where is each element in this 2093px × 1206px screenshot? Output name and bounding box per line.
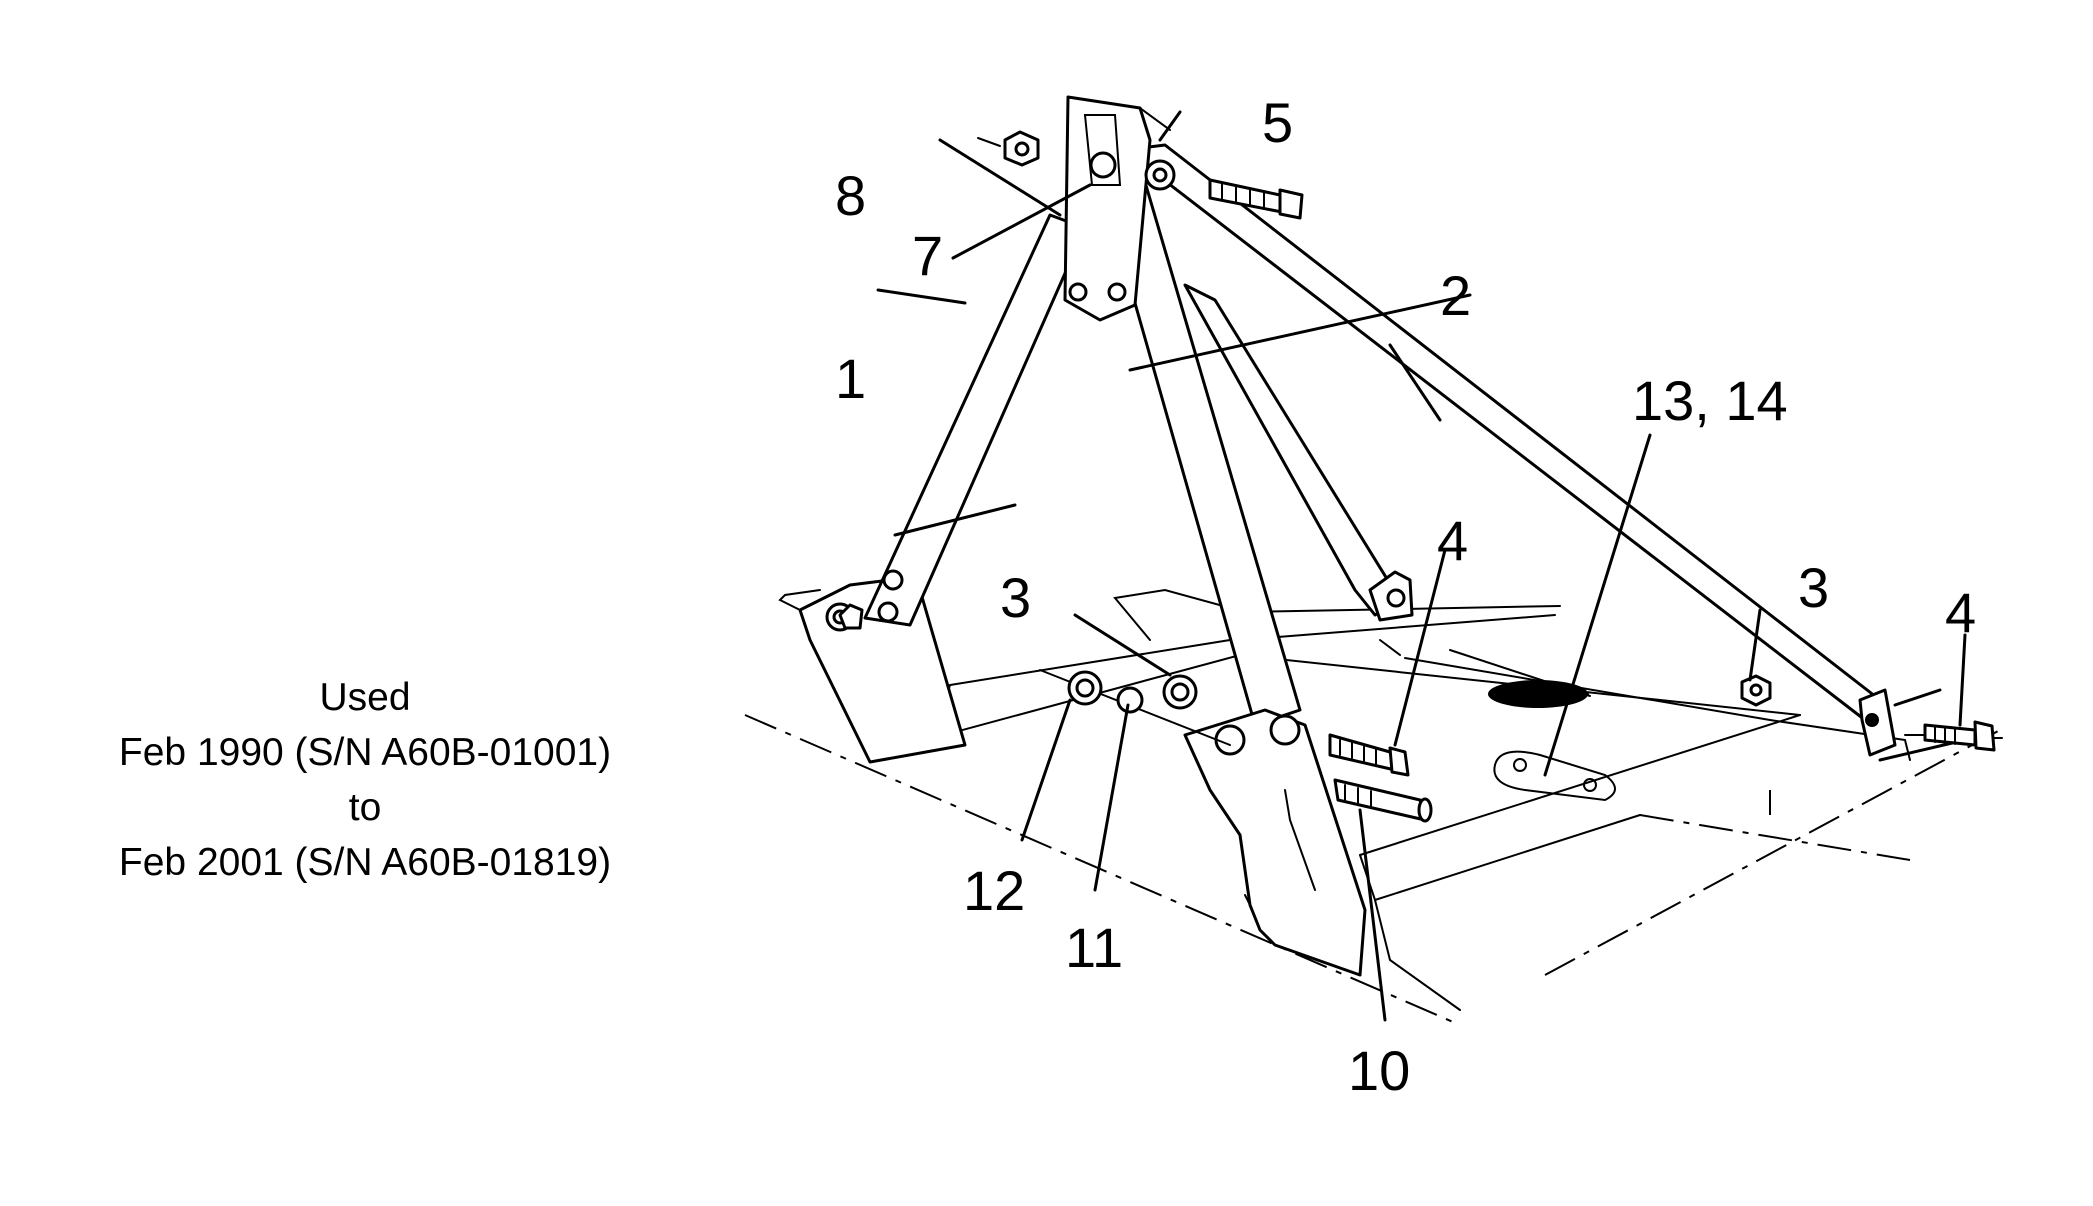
bolt-5-top [1208, 178, 1304, 220]
top-bracket [1063, 95, 1176, 322]
callout-1: 1 [835, 347, 866, 410]
pin-lower [1333, 778, 1433, 823]
leader-lines [876, 110, 1967, 1022]
part-2-diagonal-arm [1123, 143, 1967, 762]
callout-10: 10 [1348, 1039, 1410, 1102]
callout-4-right: 4 [1945, 581, 1976, 644]
bolt-4-right [1904, 720, 2003, 752]
note-to: to [348, 786, 382, 829]
nut-8 [977, 130, 1040, 167]
callout-12: 12 [963, 859, 1025, 922]
part-1-left-arm [863, 213, 1087, 627]
left-lower-mount [778, 578, 967, 764]
callout-2: 2 [1440, 264, 1471, 327]
serial-range-note: Used Feb 1990 (S/N A60B-01001) to Feb 20… [55, 670, 675, 890]
callout-3-right: 3 [1798, 556, 1829, 619]
inner-brace [1183, 283, 1414, 622]
note-used: Used [319, 676, 411, 719]
nut-3-right [1740, 674, 1772, 707]
callout-5: 5 [1262, 91, 1293, 154]
callout-11: 11 [1065, 916, 1123, 979]
callout-3-left: 3 [1000, 566, 1031, 629]
callout-8: 8 [835, 164, 866, 227]
note-end-serial: Feb 2001 (S/N A60B-01819) [118, 841, 612, 884]
callout-4-left: 4 [1437, 509, 1468, 572]
lower-pin-hardware [1039, 669, 1231, 746]
deck-opening [1488, 680, 1588, 708]
note-start-serial: Feb 1990 (S/N A60B-01001) [118, 731, 612, 774]
callout-13-14: 13, 14 [1632, 369, 1788, 432]
callout-7: 7 [912, 224, 943, 287]
callouts: 1 2 3 3 4 4 5 7 8 10 11 12 13, 14 [835, 91, 1976, 1102]
right-lower-mount [1183, 708, 1367, 977]
bolt-4-lower-left [1328, 733, 1410, 777]
